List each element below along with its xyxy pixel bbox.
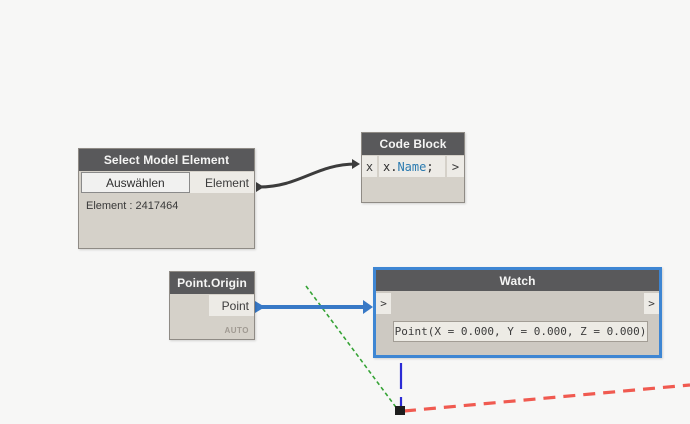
point-output-port[interactable]: Point — [209, 295, 254, 316]
node-title-bar[interactable]: Watch — [376, 270, 659, 291]
node-title-bar[interactable]: Code Block — [362, 133, 464, 155]
code-suffix: ; — [426, 159, 434, 174]
element-output-connector[interactable] — [256, 182, 264, 192]
node-code-block[interactable]: Code Block x x.Name; > — [361, 132, 465, 203]
watch-value: Point(X = 0.000, Y = 0.000, Z = 0.000) — [393, 321, 648, 342]
node-select-model-element[interactable]: Select Model Element Auswählen Element E… — [78, 148, 255, 249]
node-title: Watch — [499, 273, 536, 288]
wire-element-to-codeblock[interactable] — [257, 162, 358, 189]
codeblock-input-connector[interactable] — [352, 159, 360, 169]
code-editor[interactable]: x.Name; — [379, 156, 445, 177]
element-id-text: Element : 2417464 — [86, 200, 179, 212]
port-row: Auswählen Element — [79, 172, 254, 193]
node-point-origin[interactable]: Point.Origin Point AUTO — [169, 271, 255, 340]
watch-input-port[interactable]: > — [376, 293, 391, 314]
origin-point — [395, 406, 405, 415]
codeblock-output-port[interactable]: > — [447, 156, 464, 177]
element-output-port[interactable]: Element — [189, 172, 254, 193]
node-body — [362, 177, 464, 202]
watch-input-arrowhead[interactable] — [363, 300, 373, 314]
watch-output-port[interactable]: > — [644, 293, 659, 314]
node-title-bar[interactable]: Point.Origin — [170, 272, 254, 294]
x-input-port[interactable]: x — [362, 156, 377, 177]
port-row: x x.Name; > — [362, 156, 464, 177]
node-title: Select Model Element — [103, 153, 230, 167]
axis-x-red-dashed — [403, 383, 690, 413]
node-watch[interactable]: Watch > > Point(X = 0.000, Y = 0.000, Z … — [373, 267, 662, 358]
point-output-connector[interactable] — [255, 301, 265, 313]
auto-lacing-label[interactable]: AUTO — [224, 326, 249, 335]
port-row: Point — [170, 295, 254, 316]
node-title: Code Block — [379, 137, 447, 151]
node-title-bar[interactable]: Select Model Element — [79, 149, 254, 171]
code-prefix: x. — [383, 159, 398, 174]
spacer — [391, 293, 644, 314]
node-body: Element : 2417464 — [79, 193, 254, 248]
code-member: Name — [397, 159, 427, 174]
port-row: > > — [376, 293, 659, 314]
axis-y-green-dashed — [305, 285, 399, 411]
auswaehlen-button[interactable]: Auswählen — [81, 172, 190, 193]
node-body: AUTO — [170, 316, 254, 339]
node-title: Point.Origin — [177, 276, 247, 290]
